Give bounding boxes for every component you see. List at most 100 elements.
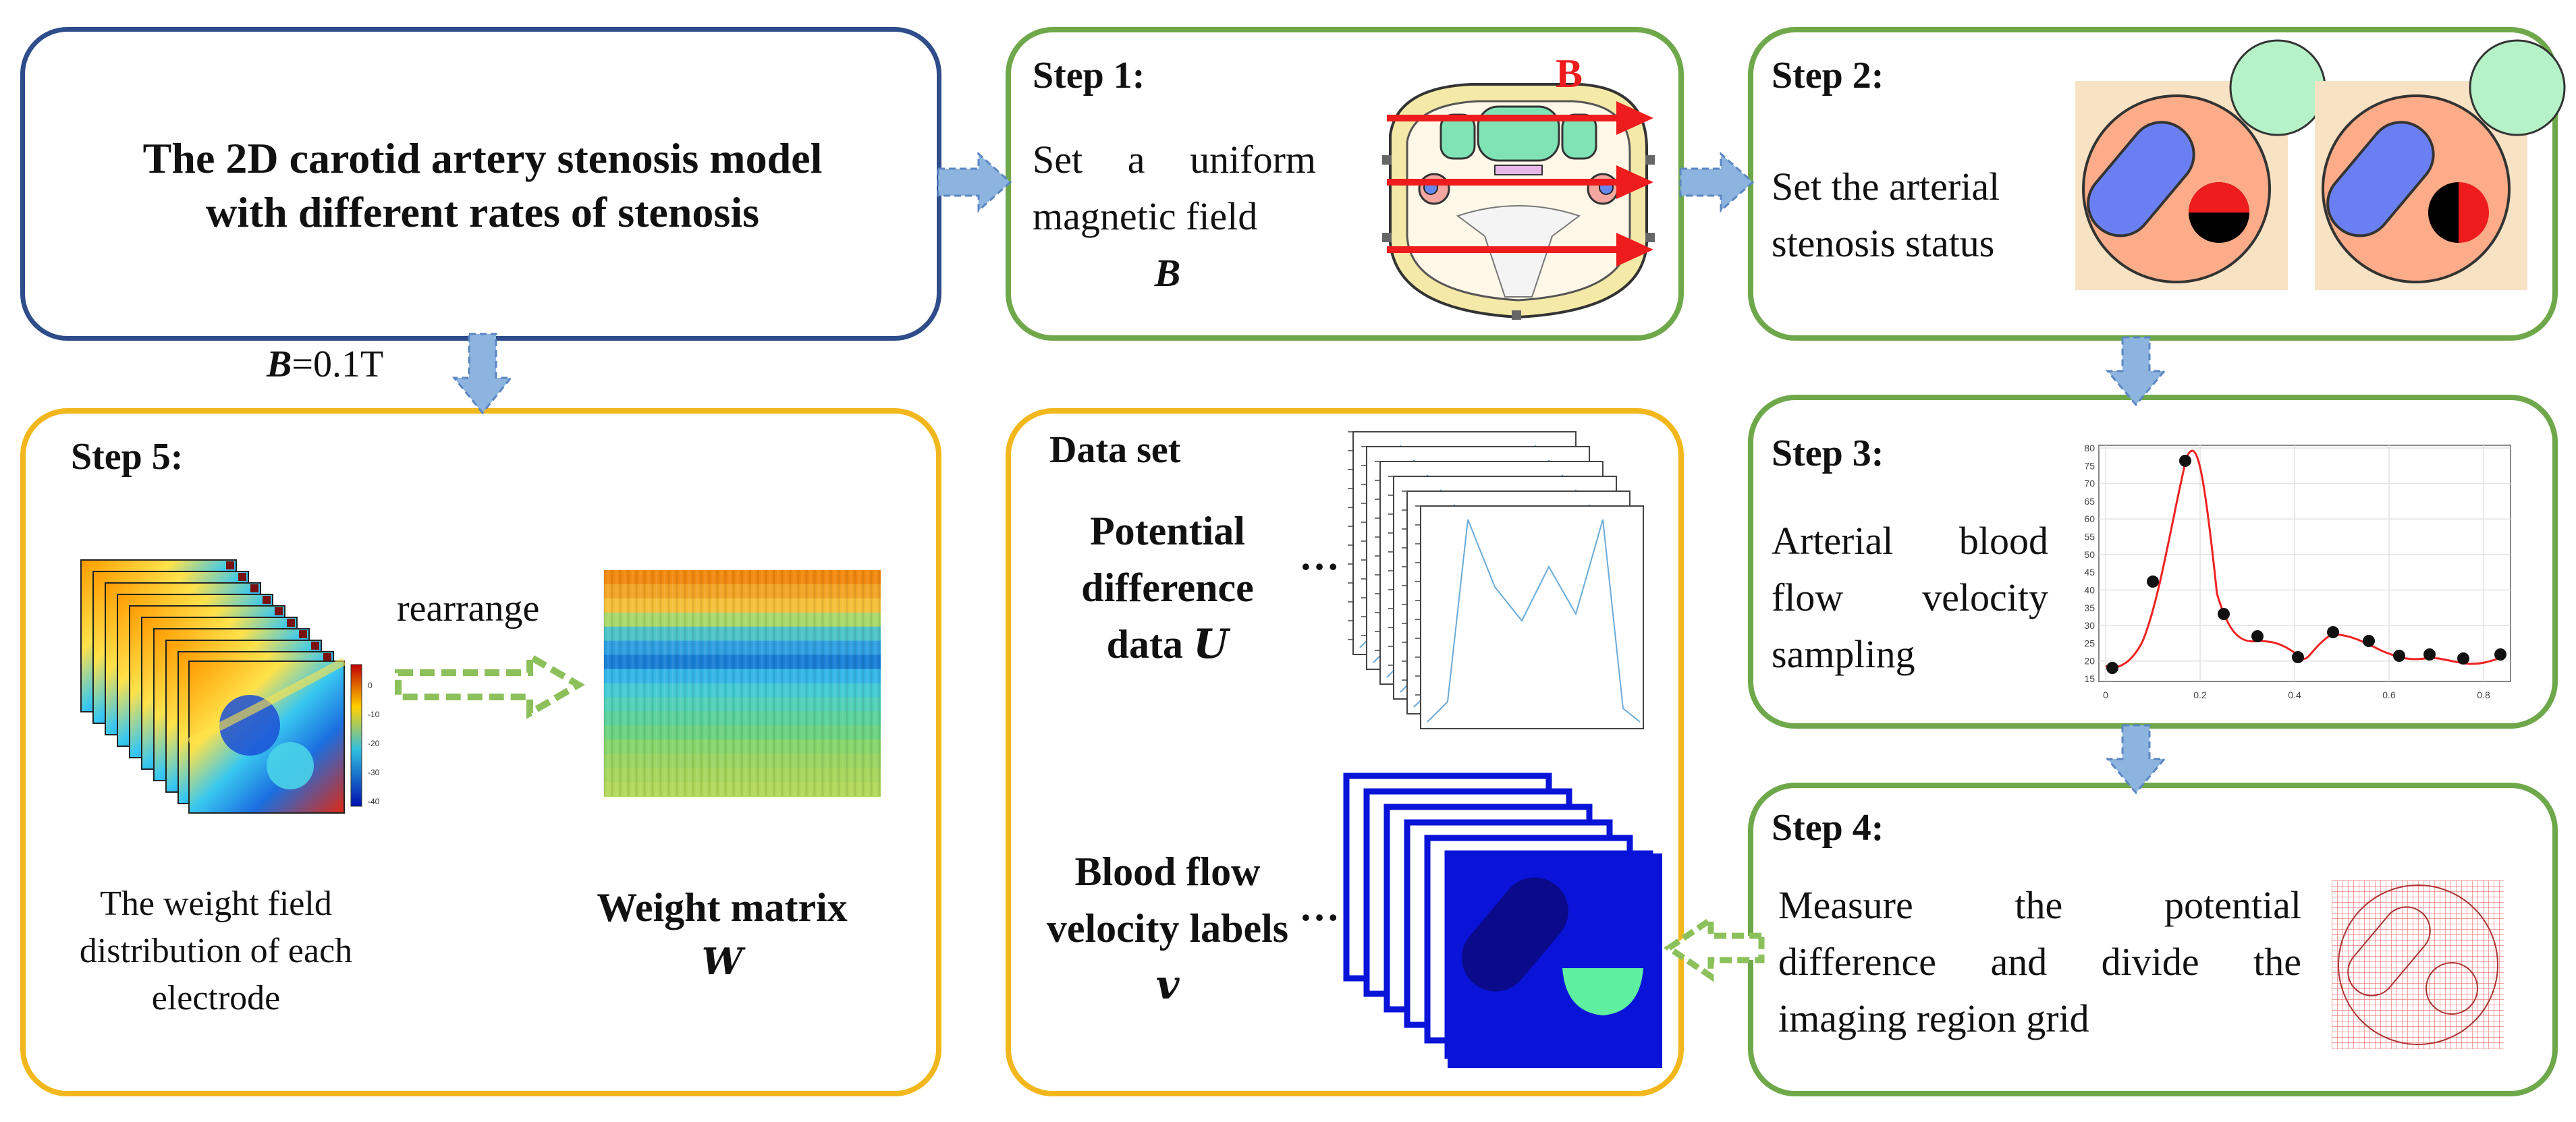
model-title-line1: The 2D carotid artery stenosis model — [142, 134, 823, 182]
velocity-plot-ytick: 40 — [2084, 584, 2095, 595]
arrow-model-to-step5 — [451, 333, 514, 415]
step2-line2: stenosis status — [1772, 221, 1995, 265]
velocity-label-images — [1343, 773, 1662, 1068]
velocity-plot-ytick: 80 — [2084, 443, 2095, 453]
arrow-step1-to-step2 — [1679, 151, 1755, 213]
velocity-plot-ytick: 35 — [2084, 602, 2095, 613]
velocity-labels-line1: Blood flow — [1074, 849, 1261, 894]
neck-cross-section — [1382, 83, 1655, 320]
velocity-ellipsis: … — [1299, 885, 1340, 929]
potential-ellipsis: … — [1299, 534, 1340, 578]
step1-line1: Set a uniform — [1033, 138, 1316, 181]
velocity-label-image — [1448, 853, 1662, 1068]
step3-text: Arterial blood flow velocity sampling — [1772, 513, 2048, 683]
velocity-plot-ytick: 75 — [2084, 460, 2095, 471]
dataset-heading: Data set — [1049, 429, 1181, 471]
weight-matrix-band — [604, 598, 881, 613]
weight-matrix-band — [604, 725, 881, 741]
model-title-line2: with different rates of stenosis — [205, 188, 760, 236]
velocity-plot-xtick: 0 — [2103, 690, 2108, 700]
step4-line2: difference and divide the — [1778, 940, 2301, 984]
velocity-plot-ytick: 45 — [2084, 567, 2095, 578]
weight-matrix-band — [604, 669, 881, 684]
weight-matrix-caption-line1: Weight matrix — [597, 885, 848, 930]
arrow-model-to-step1 — [937, 151, 1012, 213]
weight-matrix-band — [604, 626, 881, 642]
step1-line2: magnetic field — [1033, 194, 1258, 238]
velocity-plot-ytick: 15 — [2084, 673, 2095, 684]
stenosis-status-b — [2315, 39, 2566, 290]
stenosis-status-a — [2075, 39, 2326, 290]
magnetic-field-label: B — [1556, 51, 1583, 96]
weight-matrix-band — [604, 711, 881, 727]
arrow-step3-to-step4 — [2105, 724, 2167, 795]
velocity-labels-var: v — [1155, 961, 1180, 1009]
colorbar-tick-0: 0 — [368, 681, 373, 690]
step3-heading: Step 3: — [1772, 432, 1884, 474]
weight-matrix-band — [604, 612, 881, 627]
velocity-labels-line2: velocity labels — [1046, 906, 1289, 951]
weight-matrix-image — [603, 570, 881, 797]
colorbar-tick-1: -10 — [368, 710, 380, 719]
field-strength-label: B=0.1T — [267, 341, 383, 388]
colorbar-tick-4: -40 — [368, 797, 380, 806]
step4-line3: imaging region grid — [1778, 997, 2089, 1040]
velocity-sampling-plot: 80 75 70 65 60 55 50 45 40 35 30 25 20 15 0 0.2 0.4 0.6 0… — [2084, 443, 2511, 700]
potential-data-line1: Potential — [1090, 509, 1245, 553]
step3-line3: sampling — [1772, 632, 1915, 676]
rearrange-label: rearrange — [397, 588, 540, 629]
velocity-plot-xtick: 0.2 — [2193, 690, 2207, 700]
step4-text: Measure the potential difference and div… — [1778, 877, 2301, 1047]
step1-text: Set a uniform magnetic field B — [1033, 132, 1316, 302]
weight-matrix-band — [604, 683, 881, 698]
velocity-plot-ytick: 55 — [2084, 532, 2095, 542]
step2-heading: Step 2: — [1772, 55, 1884, 96]
velocity-plot-xtick: 0.8 — [2477, 690, 2490, 700]
weight-field-caption-line3: electrode — [151, 979, 281, 1017]
colorbar-tick-3: -30 — [368, 768, 380, 777]
weight-matrix-band — [604, 584, 881, 599]
weight-matrix-band — [604, 697, 881, 712]
arrow-step2-to-step3 — [2105, 336, 2167, 407]
velocity-labels-label: Blood flow velocity labels v — [1012, 843, 1323, 1013]
step3-line1: Arterial blood — [1772, 519, 2048, 563]
colorbar-ticks: 0 -10 -20 -30 -40 — [368, 671, 379, 816]
model-title: The 2D carotid artery stenosis model wit… — [40, 132, 925, 240]
potential-data-label: Potential difference data U — [1053, 503, 1282, 673]
weight-matrix-band — [604, 782, 881, 797]
step3-line2: flow velocity — [1772, 576, 2048, 619]
magnetic-field-arrows — [1387, 101, 1653, 267]
imaging-region-grid — [2332, 880, 2504, 1049]
weight-matrix-band — [604, 640, 881, 656]
rearrange-arrow — [395, 650, 585, 719]
velocity-plot-ytick: 70 — [2084, 478, 2095, 489]
velocity-plot-ytick: 25 — [2084, 638, 2095, 648]
colorbar-tick-2: -20 — [368, 739, 380, 748]
potential-data-line3: data — [1106, 622, 1194, 667]
step4-line1: Measure the potential — [1778, 883, 2301, 927]
weight-matrix-var: W — [701, 940, 743, 983]
velocity-plot-ytick: 30 — [2084, 620, 2095, 631]
weight-matrix-band — [604, 570, 881, 585]
step1-var: B — [1154, 251, 1181, 295]
arrow-step4-to-dataset — [1663, 914, 1765, 982]
potential-data-var: U — [1193, 621, 1229, 668]
velocity-plot-xtick: 0.4 — [2288, 690, 2301, 700]
weight-matrix-caption: Weight matrix W — [553, 880, 891, 988]
velocity-sample-points — [2106, 455, 2506, 674]
velocity-plot-ytick: 65 — [2084, 496, 2095, 507]
weight-matrix-band — [604, 654, 881, 670]
velocity-plot-ytick: 60 — [2084, 513, 2095, 524]
step4-heading: Step 4: — [1772, 807, 1884, 849]
potential-difference-plots — [1348, 431, 1644, 729]
velocity-plot-ytick: 20 — [2084, 656, 2095, 667]
velocity-plot-ytick: 50 — [2084, 549, 2095, 560]
velocity-plot-xtick: 0.6 — [2382, 690, 2396, 700]
step2-text: Set the arterial stenosis status — [1772, 159, 2000, 272]
weight-matrix-band — [604, 739, 881, 755]
potential-data-line2: difference — [1081, 565, 1254, 610]
step5-heading: Step 5: — [71, 436, 184, 478]
potential-plot — [1415, 505, 1644, 729]
field-strength-value: =0.1T — [292, 343, 384, 385]
weight-field-caption-line2: distribution of each — [79, 932, 353, 970]
